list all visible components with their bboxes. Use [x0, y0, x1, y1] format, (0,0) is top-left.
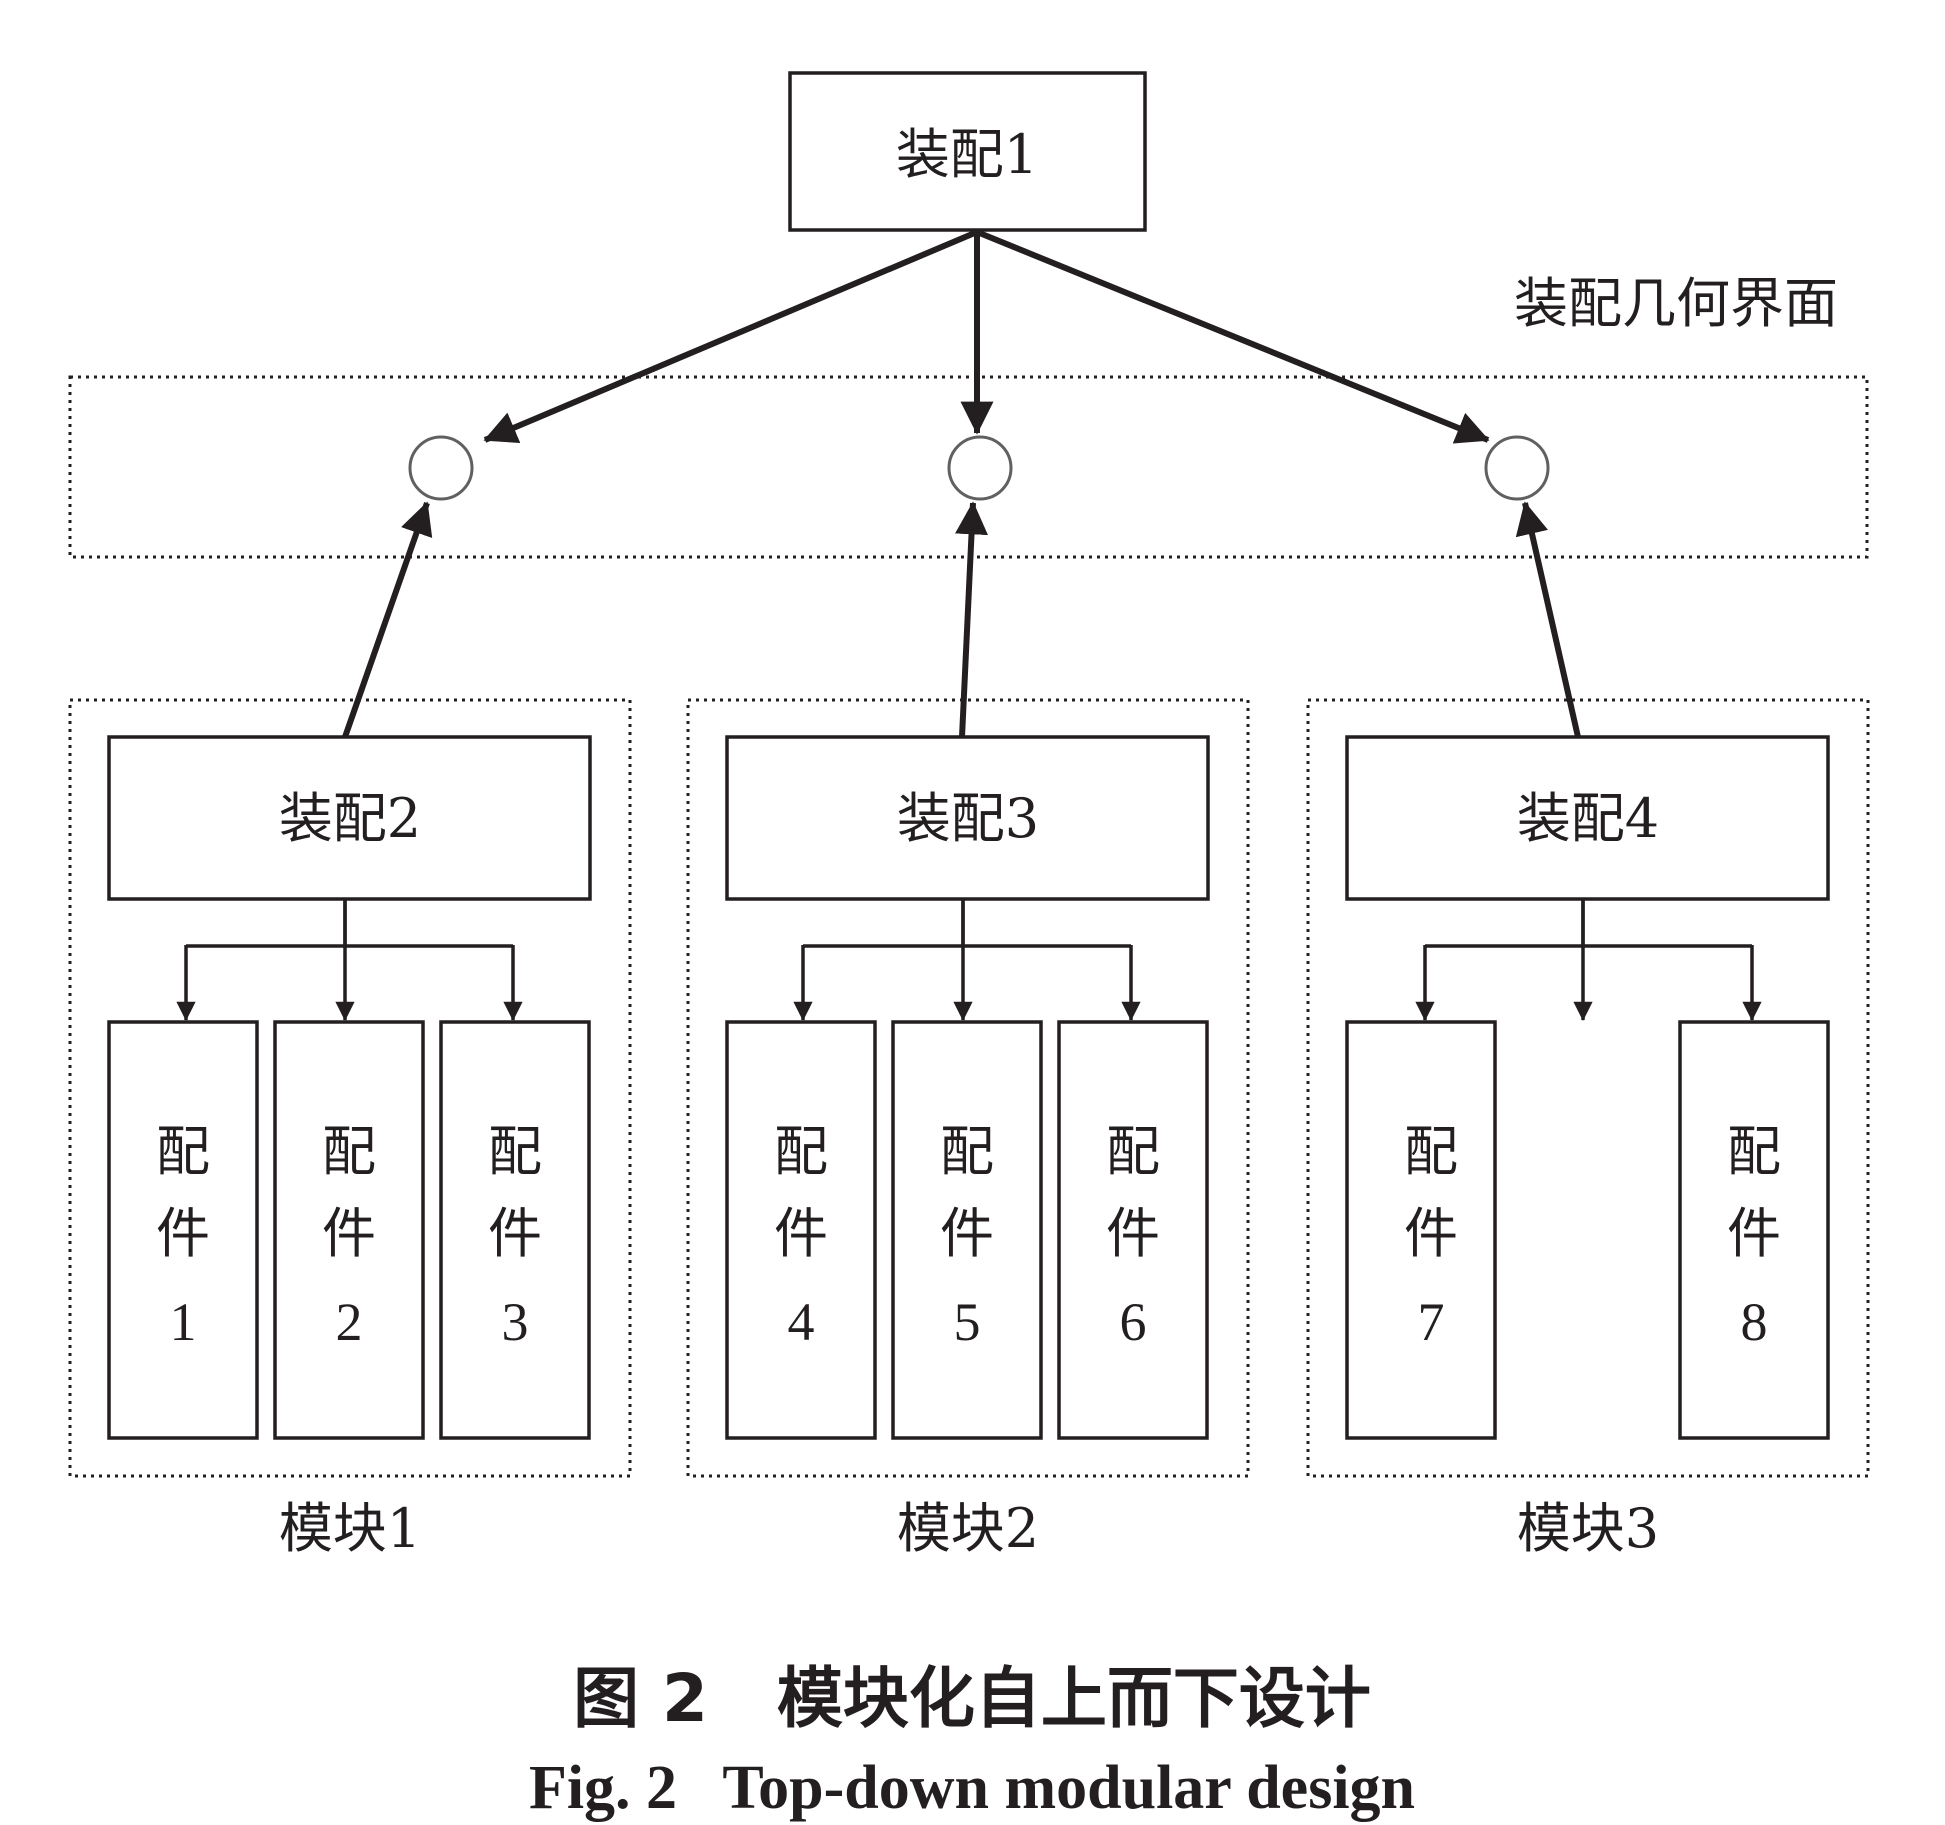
part-4-line-1: 配 [774, 1120, 828, 1183]
part-6-line-3: 6 [1120, 1292, 1147, 1352]
part-7-line-1: 配 [1404, 1120, 1458, 1183]
part-4-box [725, 1020, 877, 1440]
part-3-line-2: 件 [488, 1202, 542, 1265]
module-3-fanout [1425, 899, 1752, 948]
part-6-box [1057, 1020, 1209, 1440]
part-1-line-2: 件 [156, 1202, 210, 1265]
module-1-fanout [186, 899, 513, 948]
arrow-assembly3-to-node-2 [955, 501, 989, 738]
part-5-line-2: 件 [940, 1202, 994, 1265]
module-3-boundary [1306, 698, 1870, 1478]
arrow-top-to-node-3 [975, 229, 1490, 444]
assembly-3-label: 装配3 [897, 787, 1039, 850]
module-3: 装配4 配 件 7 配 件 8 模块3 [1306, 698, 1870, 1560]
caption-english: Fig. 2 Top-down modular design [529, 1754, 1415, 1822]
part-3-line-3: 3 [502, 1292, 529, 1352]
part-3-line-1: 配 [488, 1120, 542, 1183]
module-1-label: 模块1 [279, 1497, 421, 1560]
arrow-top-to-node-1 [483, 229, 979, 443]
interface-node-2 [947, 435, 1013, 501]
module-2-boundary [686, 698, 1250, 1478]
part-7-line-2: 件 [1404, 1202, 1458, 1265]
part-2-line-2: 件 [322, 1202, 376, 1265]
top-assembly-label: 装配1 [896, 123, 1038, 186]
part-6-line-2: 件 [1106, 1202, 1160, 1265]
module-1: 装配2 配 件 1 配 件 2 配 件 3 模块1 [68, 698, 632, 1560]
part-2-line-1: 配 [322, 1120, 376, 1183]
interface-label: 装配几何界面 [1514, 272, 1838, 335]
interface-node-3 [1484, 435, 1550, 501]
assembly-2-label: 装配2 [279, 787, 421, 850]
interface-region [68, 375, 1869, 559]
part-1-line-3: 1 [170, 1292, 197, 1352]
assembly-4-label: 装配4 [1517, 787, 1659, 850]
part-8-line-3: 8 [1741, 1292, 1768, 1352]
part-5-line-3: 5 [954, 1292, 981, 1352]
arrow-assembly2-to-node-1 [342, 501, 433, 738]
top-assembly-box [788, 71, 1147, 232]
module-2-label: 模块2 [897, 1497, 1039, 1560]
part-3-box [439, 1020, 591, 1440]
interface-node-1 [408, 435, 474, 501]
assembly-4-box [1345, 735, 1830, 901]
part-5-box [891, 1020, 1043, 1440]
part-4-line-3: 4 [788, 1292, 815, 1352]
part-6-line-1: 配 [1106, 1120, 1160, 1183]
part-8-line-2: 件 [1727, 1202, 1781, 1265]
arrow-assembly4-to-node-3 [1515, 501, 1581, 738]
part-7-line-3: 7 [1418, 1292, 1445, 1352]
part-4-line-2: 件 [774, 1202, 828, 1265]
module-2-fanout [803, 899, 1131, 948]
part-8-line-1: 配 [1727, 1120, 1781, 1183]
part-7-box [1345, 1020, 1497, 1440]
assembly-3-box [725, 735, 1210, 901]
part-5-line-1: 配 [940, 1120, 994, 1183]
caption-chinese: 图 2 模块化自上而下设计 [573, 1660, 1371, 1737]
part-8-box [1678, 1020, 1830, 1440]
part-2-box [273, 1020, 425, 1440]
module-2: 装配3 配 件 4 配 件 5 配 件 6 模块2 [686, 698, 1250, 1560]
module-3-label: 模块3 [1517, 1497, 1659, 1560]
module-1-boundary [68, 698, 632, 1478]
part-1-line-1: 配 [156, 1120, 210, 1183]
assembly-2-box [107, 735, 592, 901]
part-2-line-3: 2 [336, 1292, 363, 1352]
part-1-box [107, 1020, 259, 1440]
